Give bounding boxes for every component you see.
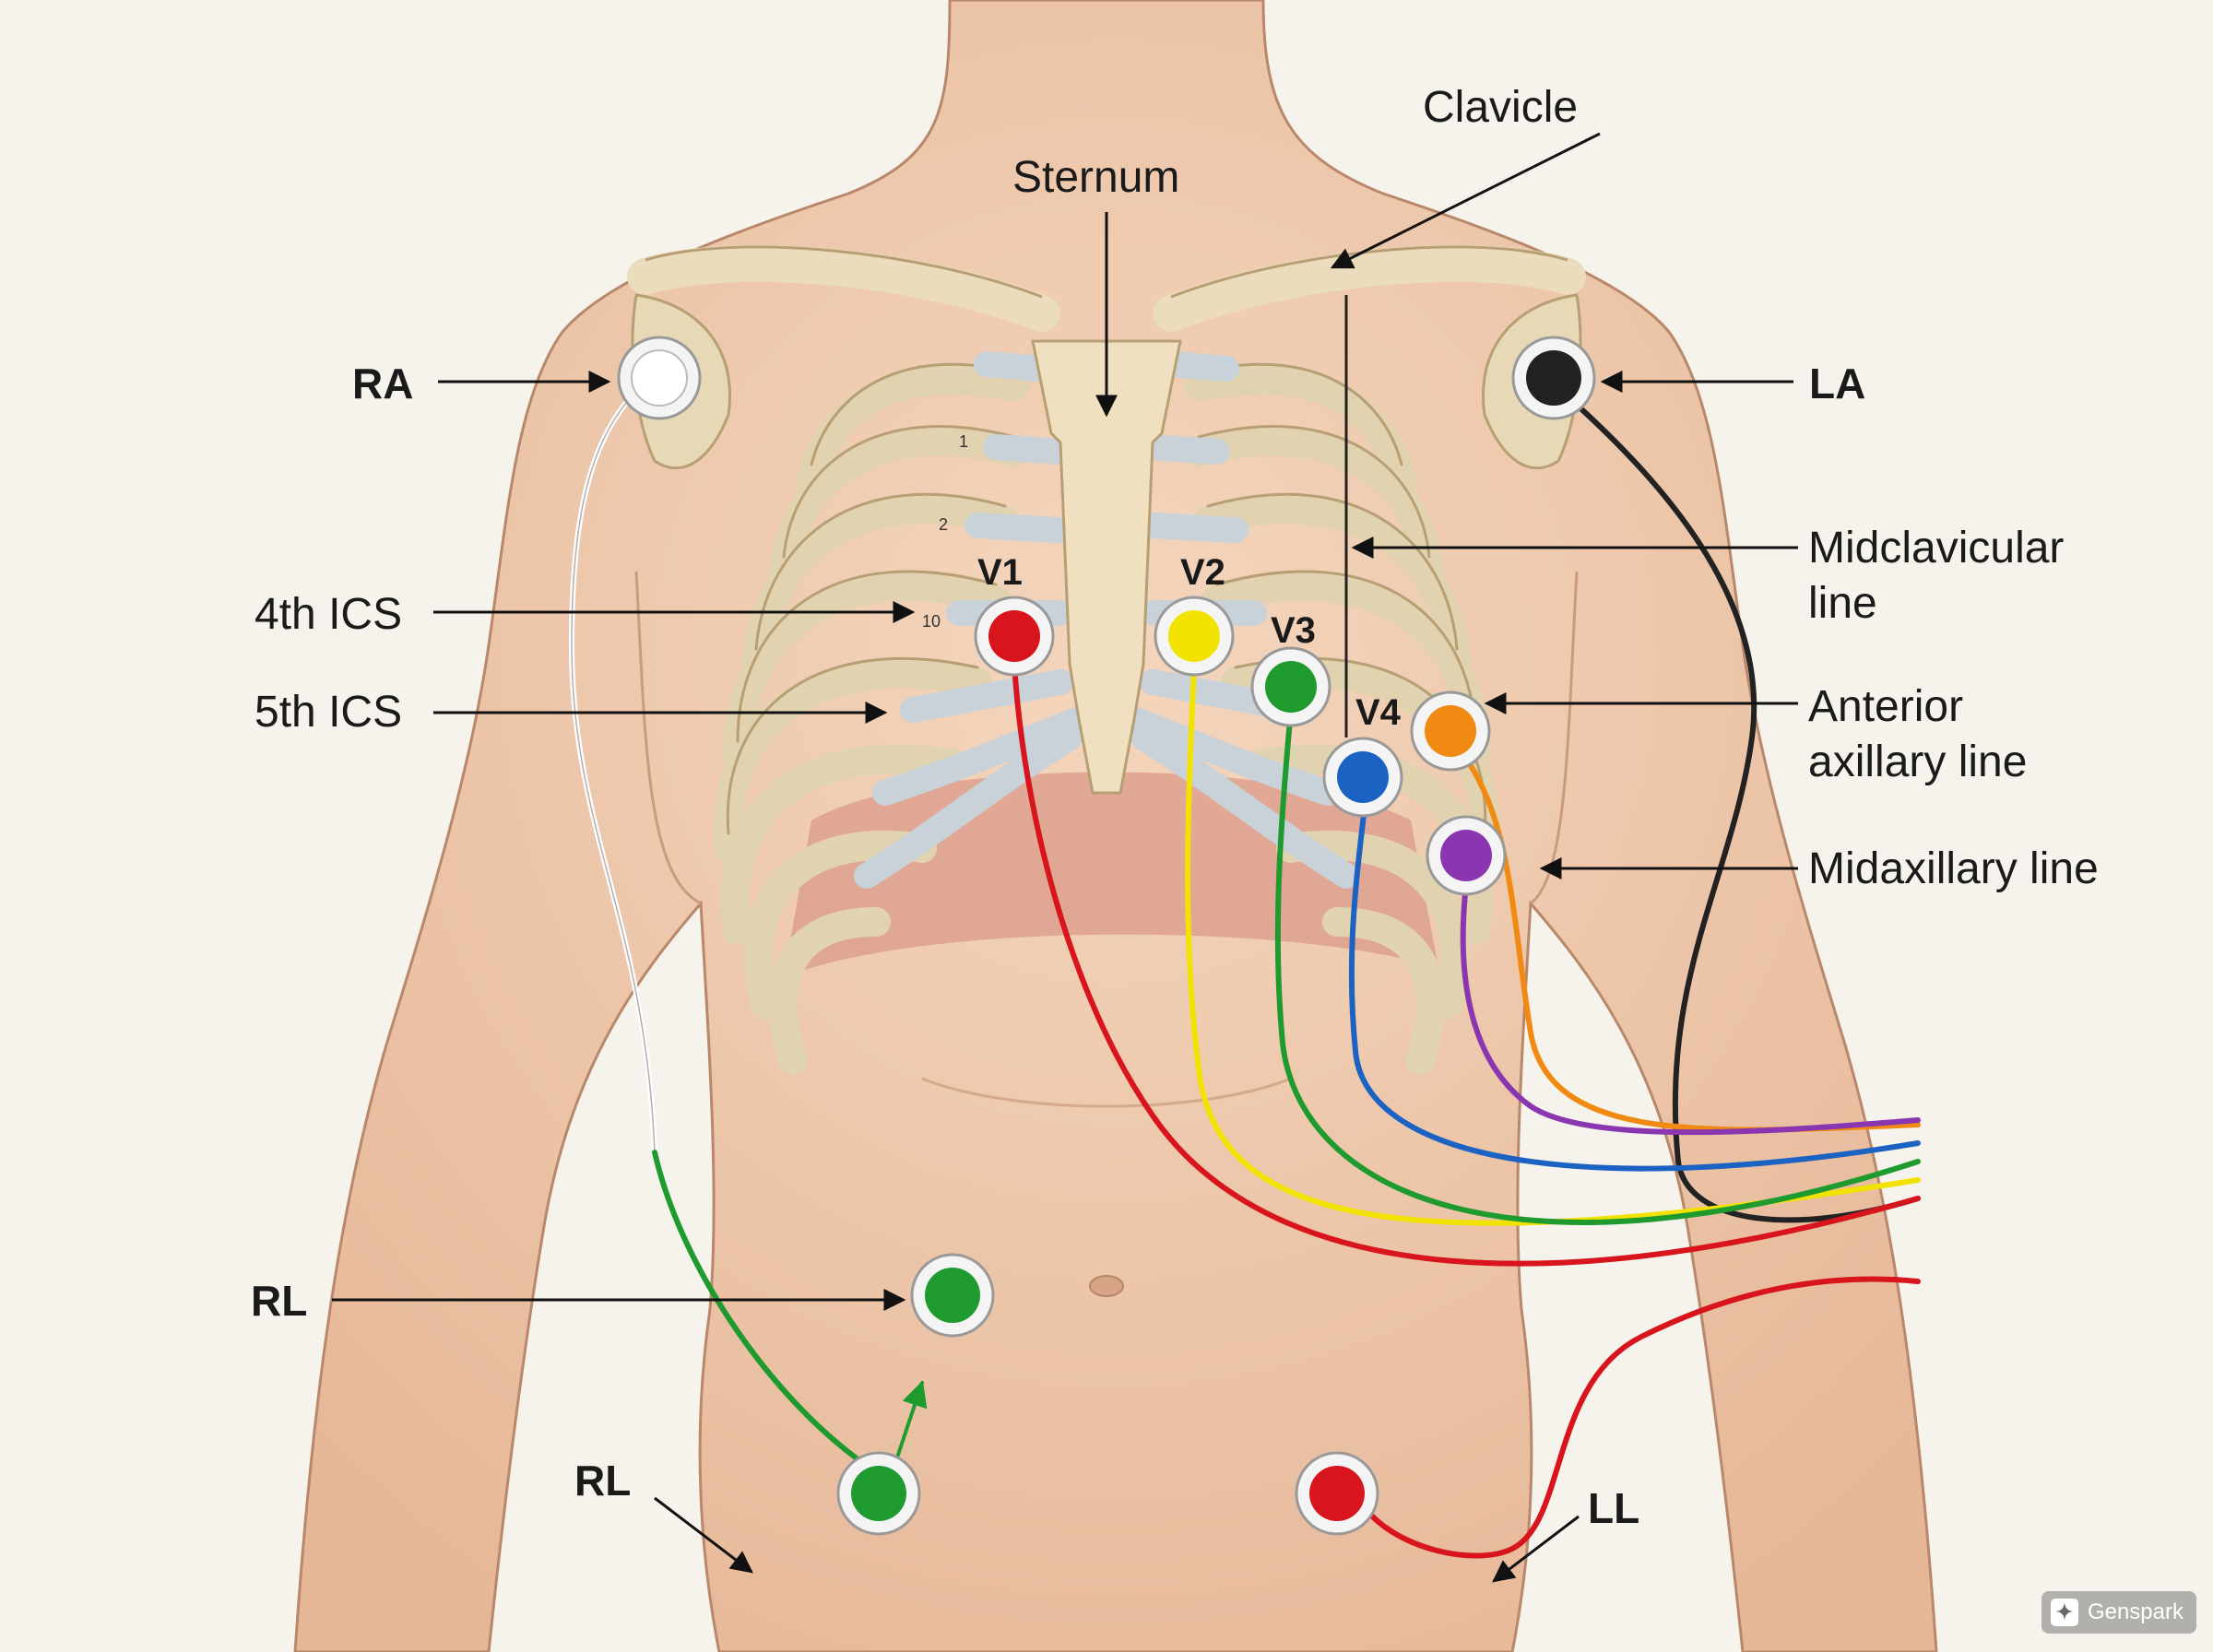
genspark-watermark: ✦ Genspark [2041,1591,2196,1634]
label-la: LA [1809,360,1865,407]
electrode-rl-upper [910,1253,995,1338]
arrow-clavicle [1330,132,1601,269]
electrode-v1 [974,596,1055,677]
rib-cage [713,362,1500,1075]
electrode-ll [1295,1451,1379,1536]
label-5th-ics: 5th ICS [254,688,402,737]
label-sternum: Sternum [1012,153,1179,202]
electrode-v2 [1154,596,1235,677]
left-arm-contour [1530,571,1579,905]
wire-v1 [1012,661,1921,1267]
right-clavicle-bone [627,244,1060,332]
rib-number-1: 1 [959,432,968,451]
wire-v3 [1274,707,1921,1225]
label-rl-upper: RL [251,1277,307,1325]
electrode-la [1511,336,1596,420]
electrode-v5 [1410,690,1491,772]
label-rl-lower: RL [574,1457,631,1504]
label-v2: V2 [1180,552,1225,593]
wire-ll [1353,1276,1921,1559]
label-anterior-axillary-2: axillary line [1808,738,2027,786]
wire-la [1565,394,1921,1223]
label-anterior-axillary-1: Anterior [1808,682,1963,731]
label-v1: V1 [977,552,1023,593]
label-4th-ics: 4th ICS [254,590,402,639]
electrode-v3 [1250,646,1331,727]
sternum-bone [1031,339,1182,795]
label-ra: RA [352,360,413,407]
arrow-ll [1492,1515,1580,1583]
abdomen-contour [921,1077,1292,1108]
genspark-logo-icon: ✦ [2050,1599,2078,1626]
arrow-rl-lower [654,1496,753,1574]
wire-rl-lower [652,1150,870,1469]
label-midclavicular-1: Midclavicular [1808,524,2064,572]
rib-number-10: 10 [922,612,941,631]
electrode-rl-lower [836,1451,921,1536]
watermark-text: Genspark [2087,1599,2183,1624]
label-clavicle: Clavicle [1423,83,1578,132]
pointer-arrows [332,132,1798,1583]
wire-rl-upper [893,1380,928,1468]
electrode-ra [617,336,702,420]
label-v3: V3 [1271,610,1316,651]
label-ll: LL [1588,1484,1639,1532]
wire-v6 [1460,882,1921,1136]
right-arm-contour [634,571,702,905]
lead-wires [568,394,1921,1559]
left-clavicle-bone [1153,244,1586,332]
navel [1089,1275,1124,1297]
electrode-v6 [1426,815,1507,896]
wire-v4 [1348,804,1921,1172]
rib-number-2: 2 [939,515,948,534]
label-midaxillary: Midaxillary line [1808,844,2099,893]
electrode-v4 [1322,737,1403,818]
label-v4: V4 [1355,692,1402,733]
label-midclavicular-2: line [1808,579,1877,628]
